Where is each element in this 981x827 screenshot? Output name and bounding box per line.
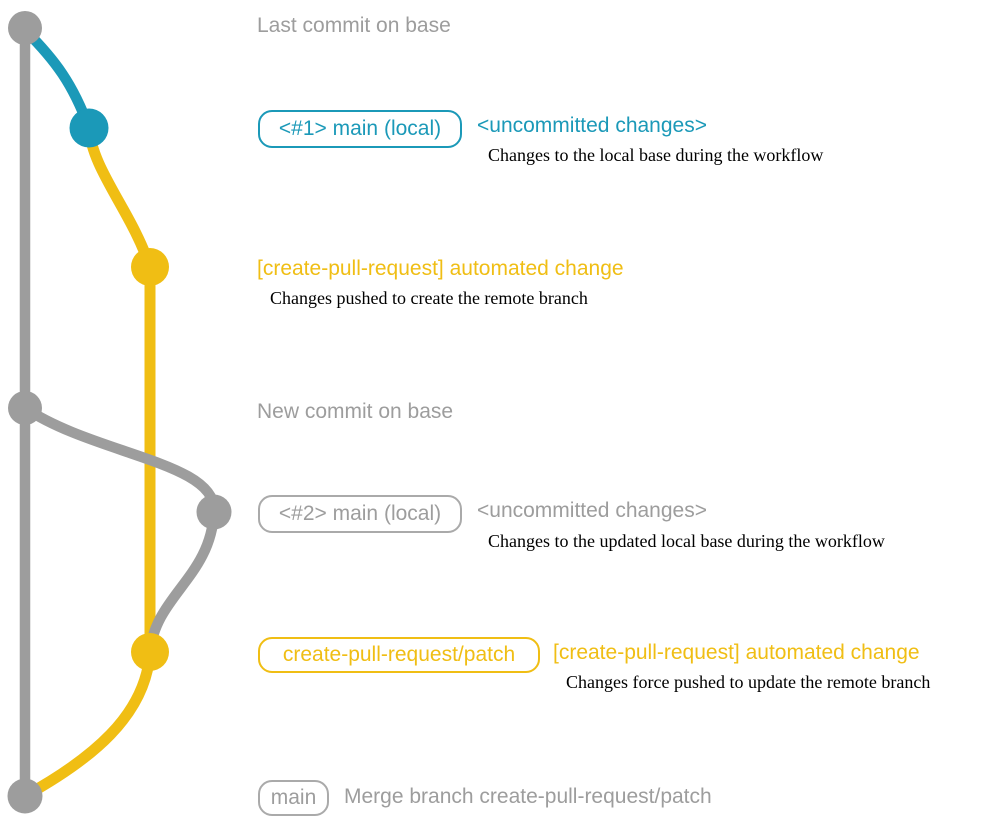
last-commit-annotation: Last commit on base: [257, 14, 451, 37]
uncommitted-changes-status-1: <uncommitted changes>: [477, 114, 707, 137]
commit-dot-automated-1: [131, 248, 169, 286]
commit-dot-new-base: [8, 391, 42, 425]
branch-pill-main: main: [258, 780, 329, 816]
new-commit-annotation: New commit on base: [257, 400, 454, 423]
force-push-curve: [144, 506, 220, 658]
uncommitted-description-1: Changes to the local base during the wor…: [488, 145, 824, 165]
patch-branch-create-curve: [83, 122, 156, 273]
commit-dot-merge: [7, 778, 43, 814]
branch-pill-main-local-1: <#1> main (local): [258, 110, 462, 148]
uncommitted-changes-status-2: <uncommitted changes>: [477, 499, 707, 522]
commit-dot-uncommitted-2: [196, 494, 232, 530]
updated-local-curve: [19, 402, 220, 518]
patch-merge-curve: [19, 646, 156, 802]
automated-change-heading-2: [create-pull-request] automated change: [553, 641, 920, 664]
automated-description-1: Changes pushed to create the remote bran…: [270, 288, 588, 308]
commit-dot-last-base: [8, 11, 42, 45]
automated-change-heading-1: [create-pull-request] automated change: [257, 257, 624, 280]
branch-pill-patch: create-pull-request/patch: [258, 637, 540, 673]
merge-commit-message: Merge branch create-pull-request/patch: [344, 785, 712, 808]
branch-pill-main-local-2: <#2> main (local): [258, 495, 462, 533]
uncommitted-description-2: Changes to the updated local base during…: [488, 531, 885, 551]
commit-dot-automated-2: [131, 633, 169, 671]
automated-description-2: Changes force pushed to update the remot…: [566, 672, 931, 692]
commit-dot-uncommitted-1: [69, 108, 109, 148]
